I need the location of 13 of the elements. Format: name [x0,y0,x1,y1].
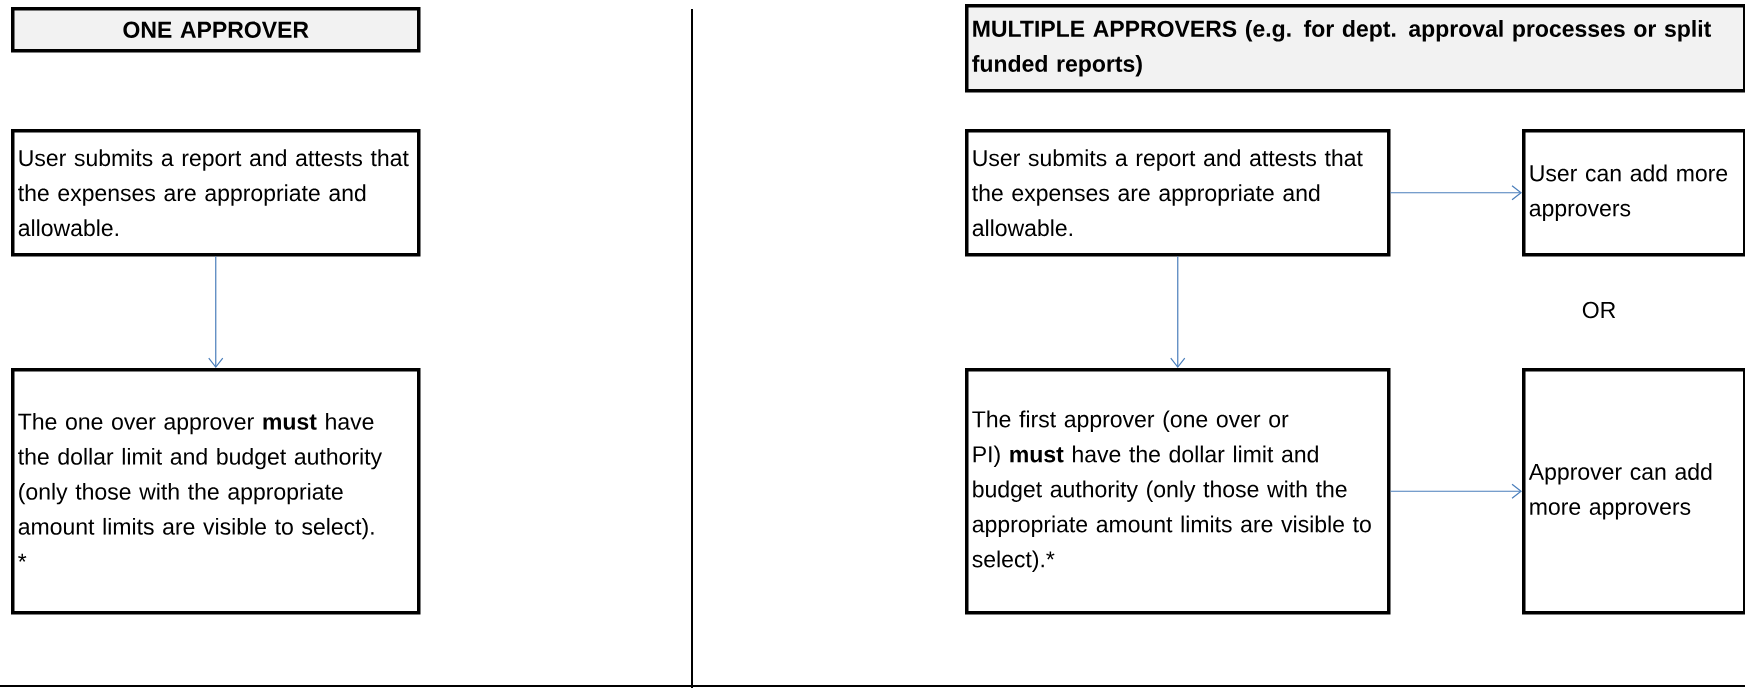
or-label: OR [1582,301,1616,319]
arrow [1389,185,1522,201]
arrow [208,255,224,368]
process-box: User can add more approvers [1522,129,1745,257]
arrow [1170,255,1186,368]
process-box: Approver can add more approvers [1522,368,1745,615]
title-box: MULTIPLE APPROVERS (e.g. for dept. approval processes or split funded reports) [965,4,1745,93]
process-box: The one over approver must have the dollar limit and budget authority (only those with the appropriate amount limits are visible to select). * [11,368,421,615]
title-box: ONE APPROVER [11,7,421,53]
arrow [1389,483,1522,499]
process-box: User submits a report and attests that the expenses are appropriate and allowable. [965,129,1391,257]
process-box: The first approver (one over or PI) must have the dollar limit and budget authority (only those with the appropriate amount limits are visible to select).* [965,368,1391,615]
process-box: User submits a report and attests that the expenses are appropriate and allowable. [11,129,421,257]
